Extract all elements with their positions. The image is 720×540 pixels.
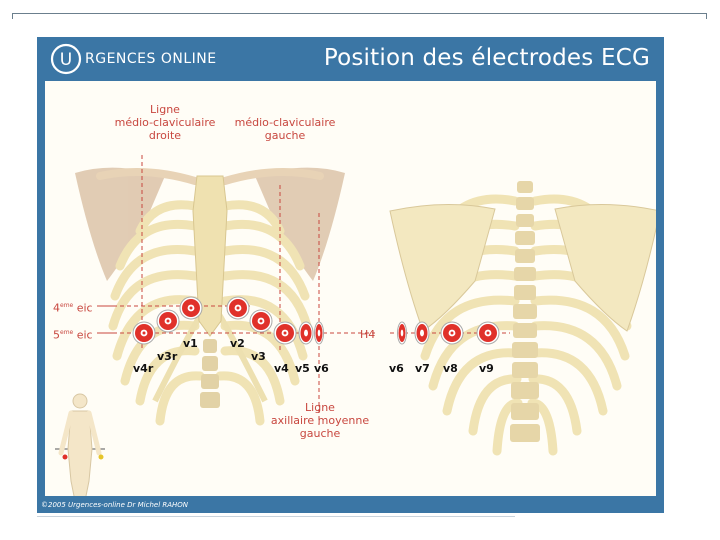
eic4-sup: eme bbox=[60, 302, 74, 309]
brand-logo-icon: U bbox=[50, 43, 82, 75]
label-line-2: gauche bbox=[264, 129, 306, 142]
electrode-v5 bbox=[298, 321, 314, 345]
electrode-label-v4: v4 bbox=[274, 362, 289, 375]
ligne-medio-claviculaire-droite: Ligne médio-claviculaire droite bbox=[105, 103, 225, 142]
label-h4: H4 bbox=[360, 328, 376, 341]
electrode-v3r bbox=[156, 309, 180, 333]
label-line-1: Ligne bbox=[305, 401, 335, 414]
electrode-label-back-v6: v6 bbox=[389, 362, 404, 375]
electrode-back-v6 bbox=[397, 321, 407, 345]
electrode-label-v3: v3 bbox=[251, 350, 266, 363]
label-line-2: axillaire moyenne bbox=[270, 414, 370, 427]
back-scapulae bbox=[389, 203, 656, 332]
electrode-v4r bbox=[132, 321, 156, 345]
front-scapula bbox=[75, 167, 345, 281]
ecg-poster: U RGENCES ONLINE Position des électrodes… bbox=[37, 37, 664, 513]
electrode-back-v9 bbox=[476, 321, 500, 345]
electrode-v1 bbox=[179, 296, 203, 320]
label-5eme-eic: 5eme eic bbox=[53, 326, 93, 342]
slide-footer-rule bbox=[37, 516, 515, 517]
slide-tick-left bbox=[12, 13, 13, 19]
slide-top-rule bbox=[12, 13, 707, 14]
ribcage-diagram bbox=[55, 155, 656, 496]
back-spine bbox=[510, 181, 540, 442]
mini-body-figure bbox=[55, 393, 105, 496]
eic5-sup: eme bbox=[60, 329, 74, 336]
eic4-num: 4 bbox=[53, 301, 60, 315]
page-title: Position des électrodes ECG bbox=[323, 45, 650, 71]
electrode-v2 bbox=[226, 296, 250, 320]
electrode-label-v2: v2 bbox=[230, 337, 245, 350]
eic4-txt: eic bbox=[73, 301, 93, 315]
label-line-3: droite bbox=[148, 129, 182, 142]
eic5-txt: eic bbox=[73, 328, 93, 342]
label-line-1: Ligne bbox=[150, 103, 180, 116]
electrode-label-v4r: v4r bbox=[133, 362, 154, 375]
front-sternum bbox=[192, 175, 228, 337]
electrode-label-back-v9: v9 bbox=[479, 362, 494, 375]
front-clavicles bbox=[96, 168, 324, 185]
electrode-v3 bbox=[249, 309, 273, 333]
electrode-back-v7 bbox=[414, 321, 430, 345]
electrode-label-back-v7: v7 bbox=[415, 362, 430, 375]
copyright-text: ©2005 Urgences-online Dr Michel RAHON bbox=[41, 501, 189, 509]
electrode-v6 bbox=[314, 321, 324, 345]
brand-name: RGENCES ONLINE bbox=[85, 51, 217, 67]
brand-letter: U bbox=[60, 50, 72, 70]
brand-logo: U RGENCES ONLINE bbox=[49, 41, 217, 77]
electrode-back-v8 bbox=[440, 321, 464, 345]
front-spine bbox=[200, 339, 220, 408]
electrode-label-back-v8: v8 bbox=[443, 362, 458, 375]
ligne-medio-claviculaire-gauche: médio-claviculaire gauche bbox=[225, 116, 345, 142]
diagram-canvas: Ligne médio-claviculaire droite médio-cl… bbox=[45, 81, 656, 496]
electrode-label-v6: v6 bbox=[314, 362, 329, 375]
electrode-v4 bbox=[273, 321, 297, 345]
slide-tick-right bbox=[706, 13, 707, 19]
eic5-num: 5 bbox=[53, 328, 60, 342]
label-4eme-eic: 4eme eic bbox=[53, 299, 93, 315]
electrode-label-v1: v1 bbox=[183, 337, 198, 350]
electrode-label-v5: v5 bbox=[295, 362, 310, 375]
label-pointers bbox=[97, 305, 113, 334]
ligne-axillaire-moyenne-gauche: Ligne axillaire moyenne gauche bbox=[265, 401, 375, 440]
label-line-2: médio-claviculaire bbox=[114, 116, 216, 129]
label-line-3: gauche bbox=[299, 427, 341, 440]
electrode-label-v3r: v3r bbox=[157, 350, 178, 363]
label-line-1: médio-claviculaire bbox=[234, 116, 336, 129]
